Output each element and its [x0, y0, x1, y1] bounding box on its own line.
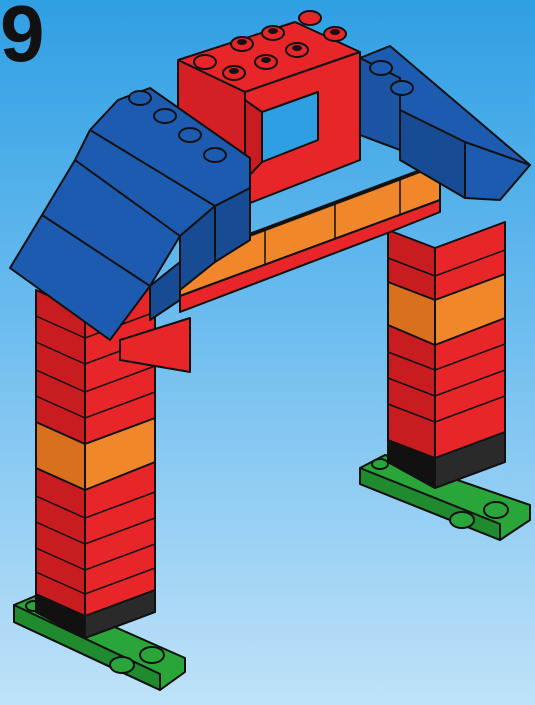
right-roof-slope	[360, 46, 530, 200]
right-column	[388, 222, 505, 488]
